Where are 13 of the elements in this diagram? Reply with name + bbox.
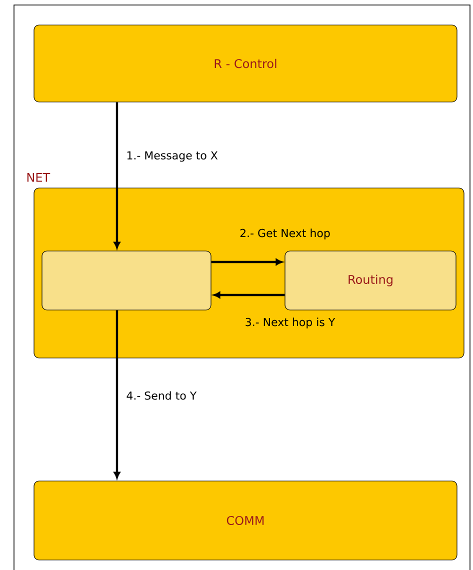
process-box: Routing [284,250,456,310]
edge-label: 3.- Next hop is Y [246,318,336,328]
container-label: NET [27,173,50,182]
arrow [211,258,282,266]
edge-label: 2.- Get Next hop [240,228,330,240]
arrow [114,310,120,478]
arrow [214,292,285,298]
process-box: COMM [34,480,458,560]
empty-box [42,250,212,310]
process-box: R - Control [34,24,458,102]
edge-label: 1.- Message to X [127,151,218,162]
arrow [114,102,120,248]
edge-label: 4.- Send to Y [126,391,197,400]
